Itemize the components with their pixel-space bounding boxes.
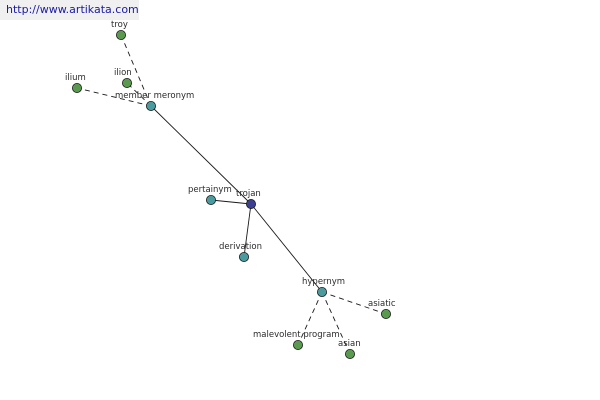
edge-hypernym-to-asiatic	[321, 291, 387, 315]
node-label-derivation[interactable]: derivation	[219, 242, 262, 252]
node-member-meronym[interactable]	[145, 101, 156, 112]
node-label-ilion[interactable]: ilion	[114, 68, 132, 78]
node-asian[interactable]	[344, 348, 355, 359]
node-label-troy[interactable]: troy	[111, 20, 128, 30]
node-label-member-meronym[interactable]: member meronym	[115, 91, 194, 101]
edge-trojan-to-derivation	[243, 203, 252, 258]
node-label-trojan[interactable]: trojan	[236, 189, 261, 199]
nodes-layer	[72, 29, 391, 359]
node-label-malevolent-program[interactable]: malevolent program	[253, 330, 340, 340]
node-malevolent-program[interactable]	[292, 339, 303, 350]
edge-member-meronym-to-troy	[120, 34, 152, 107]
node-hypernym[interactable]	[316, 286, 327, 297]
edge-member-meronym-to-ilion	[126, 82, 152, 107]
node-label-ilium[interactable]: ilium	[65, 73, 86, 83]
edge-trojan-to-member-meronym	[150, 105, 252, 205]
node-troy[interactable]	[116, 29, 127, 40]
node-asiatic[interactable]	[380, 308, 391, 319]
edge-hypernym-to-asian	[321, 291, 351, 355]
edge-trojan-to-hypernym	[250, 203, 323, 293]
node-label-hypernym[interactable]: hypernym	[302, 277, 345, 287]
node-label-asiatic[interactable]: asiatic	[368, 299, 396, 309]
edge-hypernym-to-malevolent-program	[297, 291, 323, 346]
edge-trojan-to-pertainym	[210, 199, 252, 205]
node-label-asian[interactable]: asian	[338, 339, 361, 349]
labels-layer: trojan member meronym pertainym derivation h…	[65, 20, 396, 349]
node-label-pertainym[interactable]: pertainym	[188, 185, 232, 195]
node-derivation[interactable]	[238, 251, 249, 262]
edges-layer	[76, 34, 387, 355]
edge-member-meronym-to-ilium	[76, 87, 152, 107]
node-ilion[interactable]	[122, 78, 133, 89]
site-link[interactable]: http://www.artikata.com	[0, 0, 139, 20]
node-trojan[interactable]	[245, 198, 256, 209]
node-ilium[interactable]	[72, 83, 83, 94]
node-pertainym[interactable]	[205, 194, 216, 205]
